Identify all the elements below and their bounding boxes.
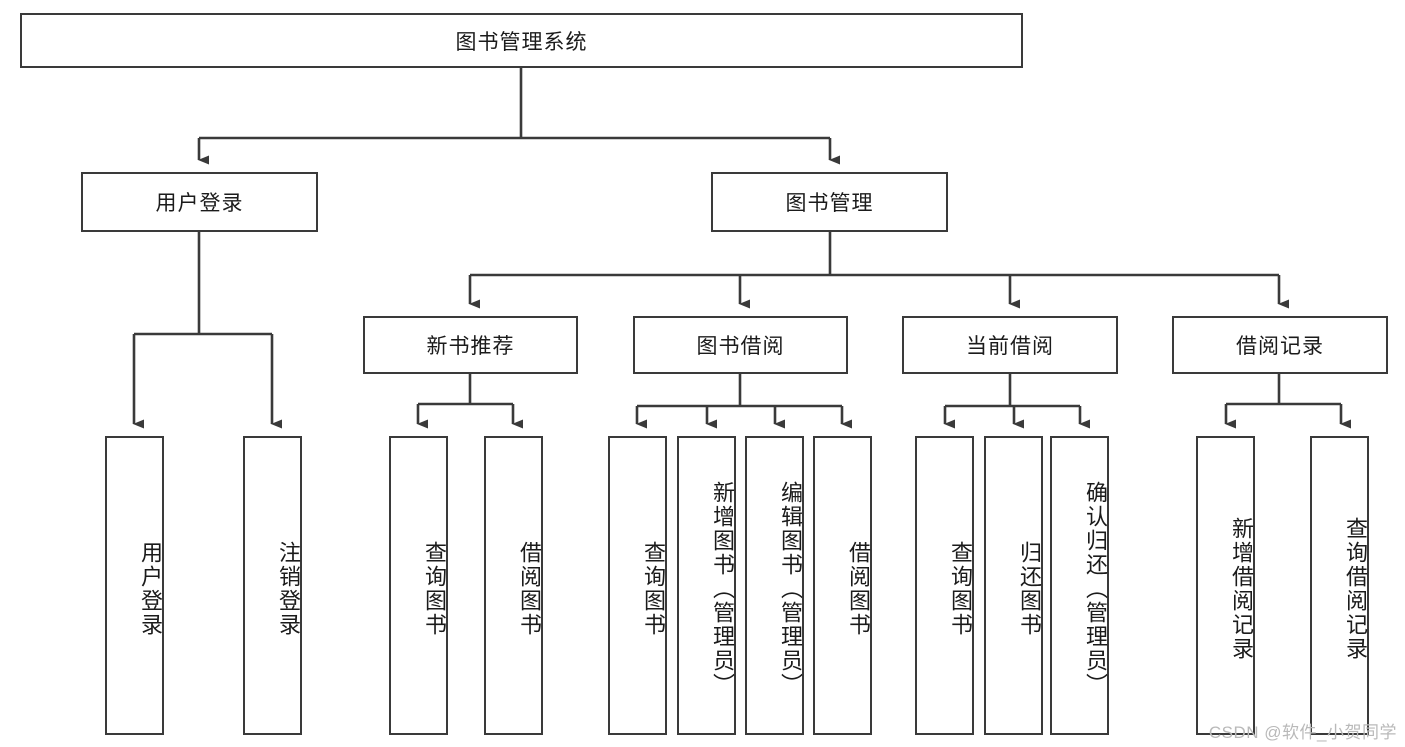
node-label: 查询图书 bbox=[422, 540, 447, 637]
node-label: 用户登录 bbox=[155, 192, 244, 215]
node-root-system[interactable]: 图书管理系统 bbox=[20, 13, 1023, 68]
node-label: 查询图书 bbox=[641, 540, 666, 637]
leaf-user-login[interactable]: 用户登录 bbox=[105, 436, 164, 735]
leaf-borrow-book[interactable]: 借阅图书 bbox=[813, 436, 872, 735]
leaf-query-borrow-record[interactable]: 查询借阅记录 bbox=[1310, 436, 1369, 735]
leaf-current-query-book[interactable]: 查询图书 bbox=[915, 436, 974, 735]
leaf-borrow-query-book[interactable]: 查询图书 bbox=[608, 436, 667, 735]
node-label: 借阅记录 bbox=[1236, 335, 1324, 358]
node-label: 用户登录 bbox=[138, 540, 163, 637]
node-new-book-recommend[interactable]: 新书推荐 bbox=[363, 316, 578, 374]
node-label: 借阅图书 bbox=[846, 540, 871, 637]
node-label: 查询借阅记录 bbox=[1343, 516, 1368, 661]
leaf-return-book[interactable]: 归还图书 bbox=[984, 436, 1043, 735]
node-label: 当前借阅 bbox=[966, 335, 1054, 358]
node-label: 编辑图书（管理员） bbox=[778, 480, 803, 697]
csdn-watermark: CSDN @软件_小贺同学 bbox=[1208, 723, 1397, 742]
node-user-login[interactable]: 用户登录 bbox=[81, 172, 318, 232]
node-label: 图书管理系统 bbox=[455, 30, 588, 54]
node-label: 图书管理 bbox=[785, 192, 874, 215]
node-borrow-records[interactable]: 借阅记录 bbox=[1172, 316, 1388, 374]
leaf-user-logout[interactable]: 注销登录 bbox=[243, 436, 302, 735]
node-label: 新增图书（管理员） bbox=[710, 480, 735, 697]
node-label: 确认归还（管理员） bbox=[1083, 480, 1108, 697]
node-label: 借阅图书 bbox=[517, 540, 542, 637]
leaf-add-borrow-record[interactable]: 新增借阅记录 bbox=[1196, 436, 1255, 735]
node-book-borrow[interactable]: 图书借阅 bbox=[633, 316, 848, 374]
node-label: 新增借阅记录 bbox=[1229, 516, 1254, 661]
node-label: 归还图书 bbox=[1017, 540, 1042, 637]
node-label: 新书推荐 bbox=[426, 335, 515, 358]
leaf-new-book-query[interactable]: 查询图书 bbox=[389, 436, 448, 735]
node-label: 图书借阅 bbox=[696, 335, 785, 358]
leaf-confirm-return-admin[interactable]: 确认归还（管理员） bbox=[1050, 436, 1109, 735]
leaf-edit-book-admin[interactable]: 编辑图书（管理员） bbox=[745, 436, 804, 735]
leaf-add-book-admin[interactable]: 新增图书（管理员） bbox=[677, 436, 736, 735]
node-label: 注销登录 bbox=[276, 540, 301, 637]
node-book-management[interactable]: 图书管理 bbox=[711, 172, 948, 232]
node-label: 查询图书 bbox=[948, 540, 973, 637]
node-current-borrow[interactable]: 当前借阅 bbox=[902, 316, 1118, 374]
leaf-new-book-borrow[interactable]: 借阅图书 bbox=[484, 436, 543, 735]
